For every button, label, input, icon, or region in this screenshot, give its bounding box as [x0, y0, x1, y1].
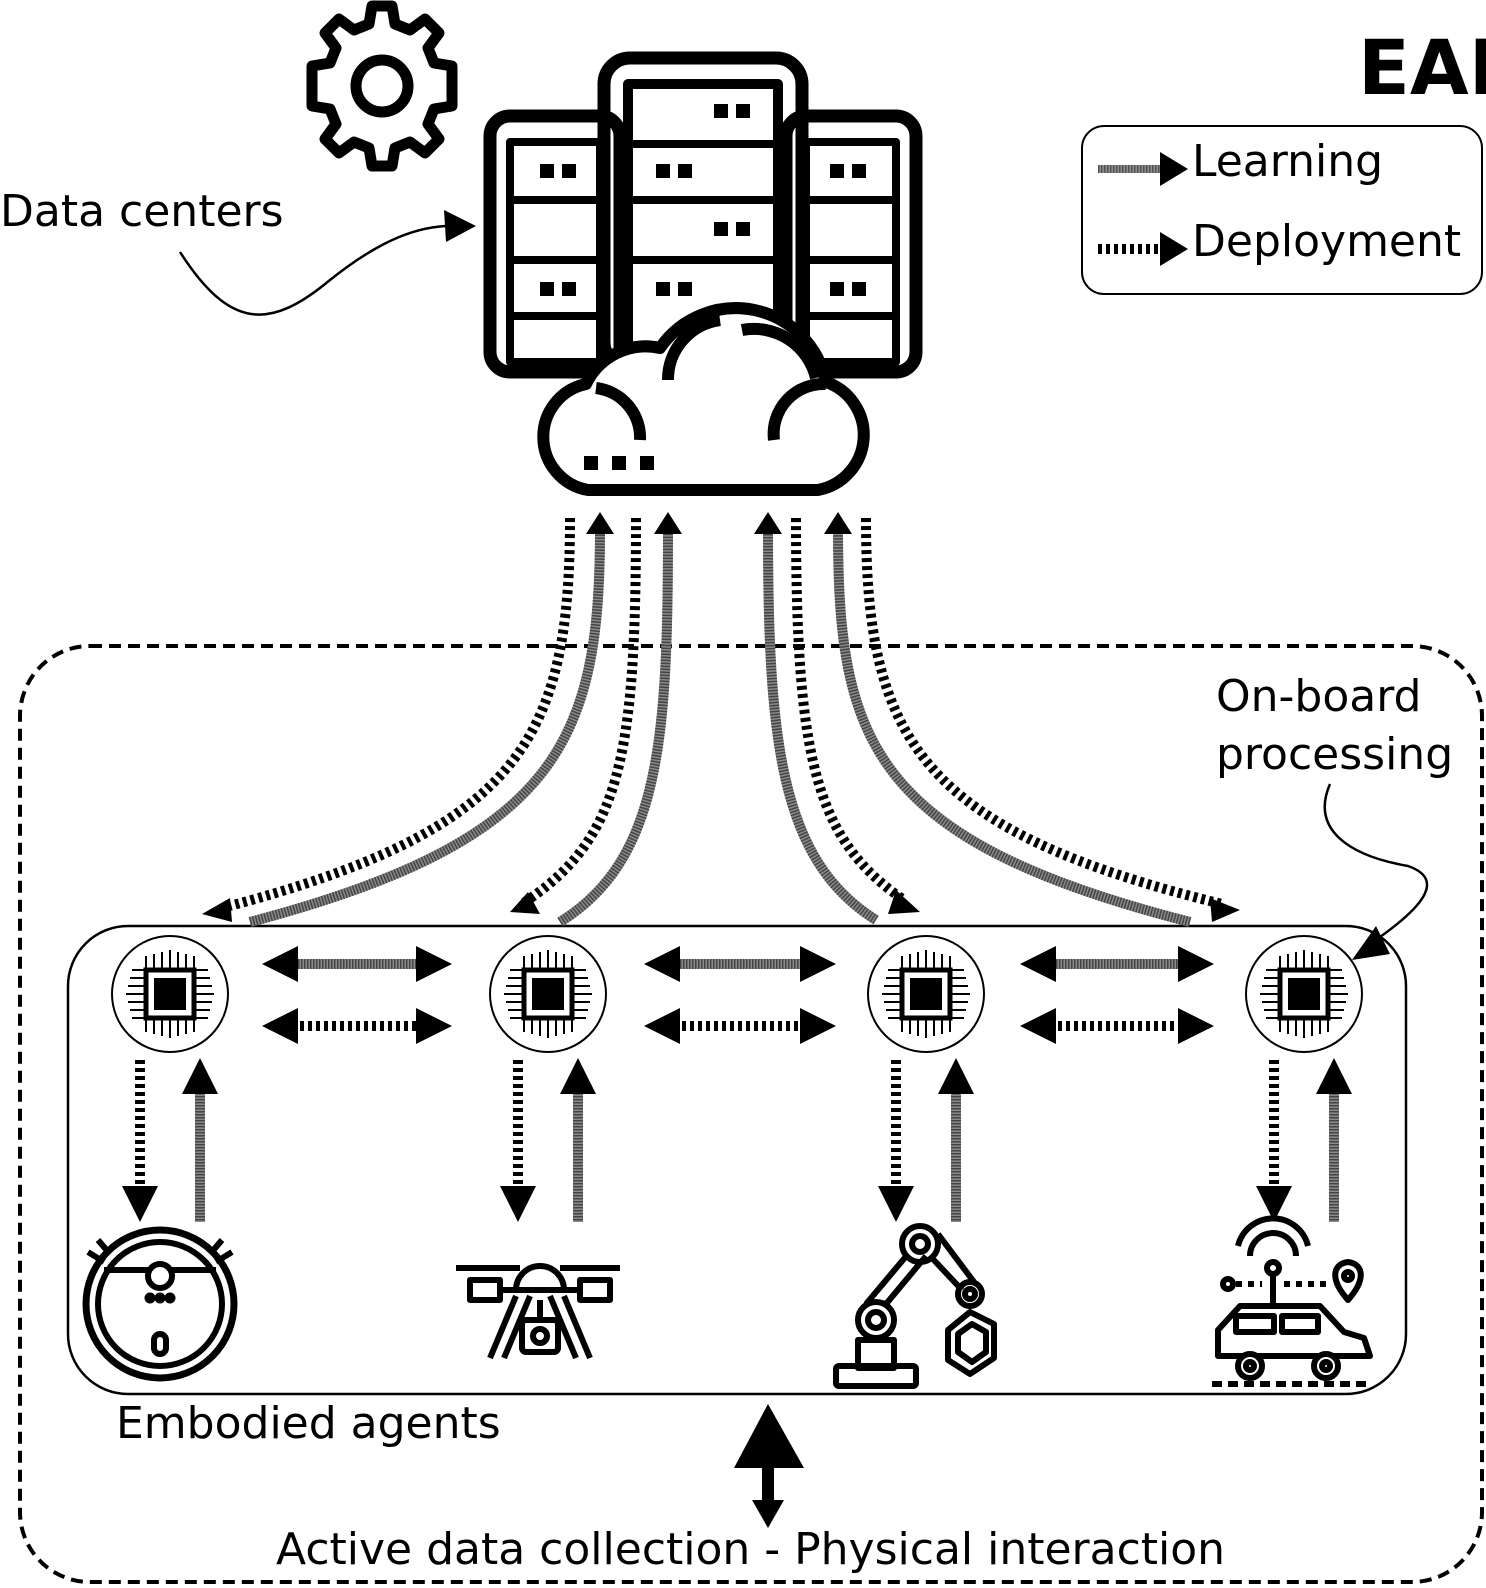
deployment-link: [878, 1060, 914, 1222]
learning-link: [182, 1058, 218, 1222]
learning-link: [644, 946, 836, 982]
learning-link: [262, 946, 452, 982]
gear-icon: [306, 0, 458, 172]
onboard-pointer: [1323, 783, 1429, 946]
deployment-link: [1256, 1060, 1292, 1222]
onboard-processing-label: On-board processing: [1216, 668, 1453, 784]
legend-deployment-arrow: [1098, 232, 1188, 266]
data-centers-label: Data centers: [0, 186, 284, 237]
learning-link: [1316, 1058, 1352, 1222]
cloud-icon: [537, 302, 870, 496]
legend-learning-label: Learning: [1192, 136, 1384, 187]
chip-icon: [111, 935, 229, 1053]
agents-box: [66, 924, 1408, 1396]
deployment-link: [122, 1060, 158, 1222]
connected-car-icon: [1212, 1215, 1373, 1387]
chip-link-arrows: [262, 946, 1214, 1044]
datacenter-pointer-head: [444, 210, 476, 242]
legend-learning-arrow: [1098, 152, 1188, 186]
learning-link: [938, 1058, 974, 1222]
robotic-arm-icon: [833, 1223, 997, 1389]
active-data-collection-label: Active data collection - Physical intera…: [276, 1524, 1226, 1575]
chip-icon: [867, 935, 985, 1053]
deployment-link: [644, 1008, 836, 1044]
onboard-label-line1: On-board: [1216, 671, 1422, 722]
server-rack-icon: [483, 51, 923, 389]
robot-vacuum-icon: [82, 1226, 238, 1382]
onboard-boundary: [18, 644, 1484, 1584]
embodied-agents-label: Embodied agents: [116, 1398, 501, 1449]
physical-interaction-arrow: [734, 1404, 804, 1528]
deployment-link: [1020, 1008, 1214, 1044]
agent-link-arrows: [122, 1058, 1352, 1222]
chip-icon: [111, 935, 1363, 1053]
deployment-link: [500, 1060, 536, 1222]
chip-icon: [489, 935, 607, 1053]
datacenter-pointer: [178, 224, 459, 316]
onboard-label-line2: processing: [1216, 729, 1454, 780]
diagram-title: EAI: [1358, 23, 1486, 112]
drone-icon: [456, 1263, 620, 1360]
onboard-pointer-head: [1352, 926, 1390, 960]
learning-link: [1020, 946, 1214, 982]
cloud-link-arrowheads: [202, 512, 1240, 922]
server-leds: [540, 104, 866, 296]
deployment-link: [262, 1008, 452, 1044]
cloud-link-arrows: [220, 517, 1224, 927]
chip-icon: [1245, 935, 1363, 1053]
learning-link: [560, 1058, 596, 1222]
legend-box: [1081, 125, 1483, 295]
legend-deployment-label: Deployment: [1192, 216, 1462, 267]
